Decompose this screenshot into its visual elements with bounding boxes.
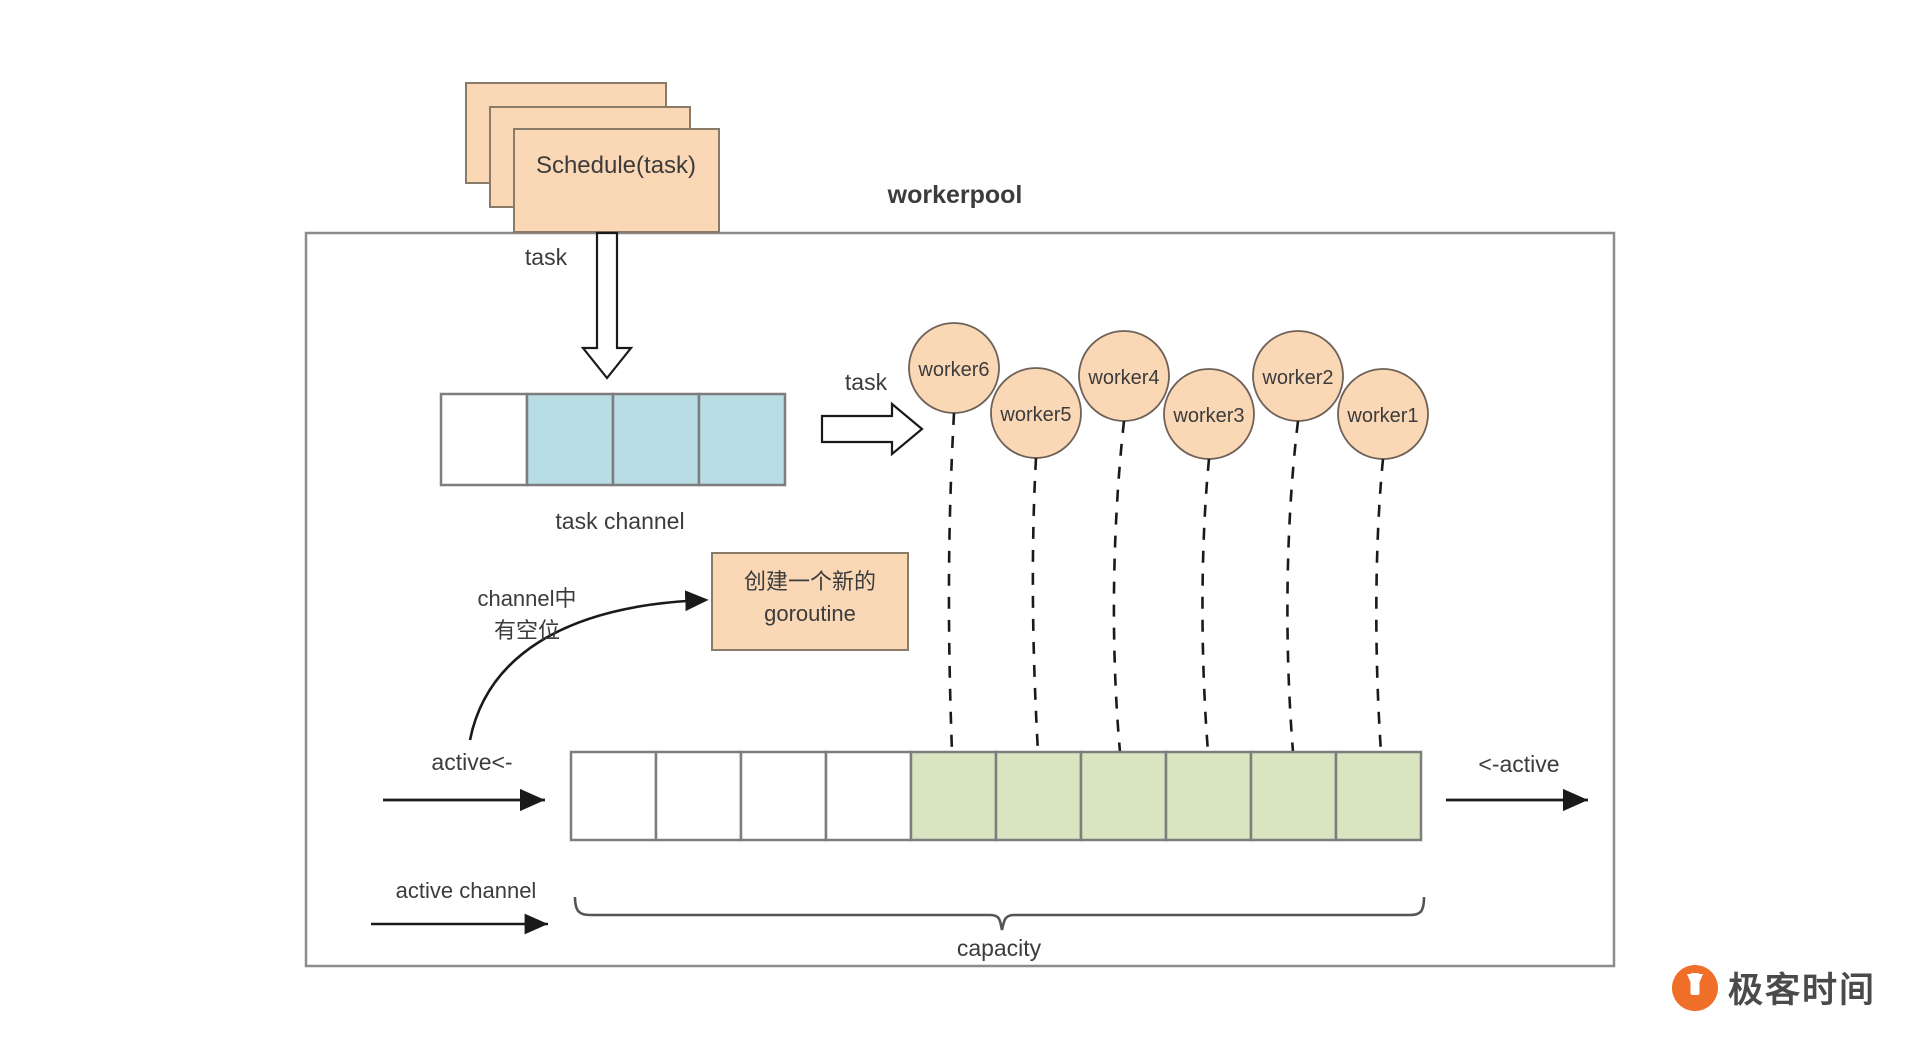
capacity-label: capacity <box>957 935 1042 961</box>
capacity-brace <box>573 896 1426 931</box>
task-dispatch-label: task <box>845 369 888 395</box>
worker-slot-link-3 <box>1201 458 1211 753</box>
active-in-label: active<- <box>431 749 512 775</box>
active-channel-cell-1 <box>654 750 743 842</box>
worker-group: worker6 worker5 worker4 worker3 worker2 … <box>908 322 1429 460</box>
task-channel-cell-0 <box>439 392 529 487</box>
active-channel <box>569 750 1423 842</box>
task-dispatch-arrow <box>820 401 924 457</box>
worker-slot-link-4 <box>1112 420 1126 753</box>
active-channel-cell-3 <box>824 750 913 842</box>
active-channel-cell-5 <box>994 750 1083 842</box>
create-goroutine-label-line1: 创建一个新的 <box>744 569 876 594</box>
worker-slot-links <box>947 412 1385 753</box>
active-channel-cell-2 <box>739 750 828 842</box>
geekbang-logo-icon <box>1672 964 1718 1011</box>
task-channel-cell-3 <box>697 392 787 487</box>
create-goroutine-box <box>711 552 909 651</box>
worker-slot-link-1 <box>1375 458 1385 753</box>
brand-text: 极客时间 <box>1728 971 1877 1011</box>
task-channel-label: task channel <box>555 508 684 534</box>
worker-label-worker5: worker5 <box>999 404 1071 426</box>
worker-slot-link-5 <box>1031 457 1040 753</box>
worker-slot-link-6 <box>947 412 956 753</box>
schedule-box-label: Schedule(task) <box>536 152 696 179</box>
channel-free-label-line1: channel中 <box>477 586 576 611</box>
create-goroutine-label-line2: goroutine <box>764 601 856 626</box>
task-channel <box>439 392 787 487</box>
worker-label-worker2: worker2 <box>1261 367 1333 389</box>
task-channel-cell-2 <box>611 392 701 487</box>
worker-label-worker3: worker3 <box>1172 405 1244 427</box>
channel-free-label-line2: 有空位 <box>494 618 560 643</box>
active-channel-cell-7 <box>1164 750 1253 842</box>
workerpool-title: workerpool <box>887 181 1023 209</box>
task-inflow-label: task <box>525 244 568 270</box>
active-channel-label: active channel <box>396 878 537 903</box>
active-out-label: <-active <box>1478 751 1559 777</box>
task-inflow-arrow <box>580 231 634 380</box>
watermark: 极客时间 <box>1672 962 1876 1013</box>
active-channel-cell-4 <box>909 750 998 842</box>
worker-label-worker1: worker1 <box>1346 405 1418 427</box>
active-channel-cell-6 <box>1079 750 1168 842</box>
active-channel-cell-9 <box>1334 750 1423 842</box>
schedule-box-front <box>513 128 720 233</box>
free-slot-curve-arrow <box>468 590 709 741</box>
active-channel-cell-8 <box>1249 750 1338 842</box>
worker-slot-link-2 <box>1286 420 1300 753</box>
worker-label-worker4: worker4 <box>1087 367 1159 389</box>
worker-label-worker6: worker6 <box>917 359 989 381</box>
active-channel-cell-0 <box>569 750 658 842</box>
task-channel-cell-1 <box>525 392 615 487</box>
